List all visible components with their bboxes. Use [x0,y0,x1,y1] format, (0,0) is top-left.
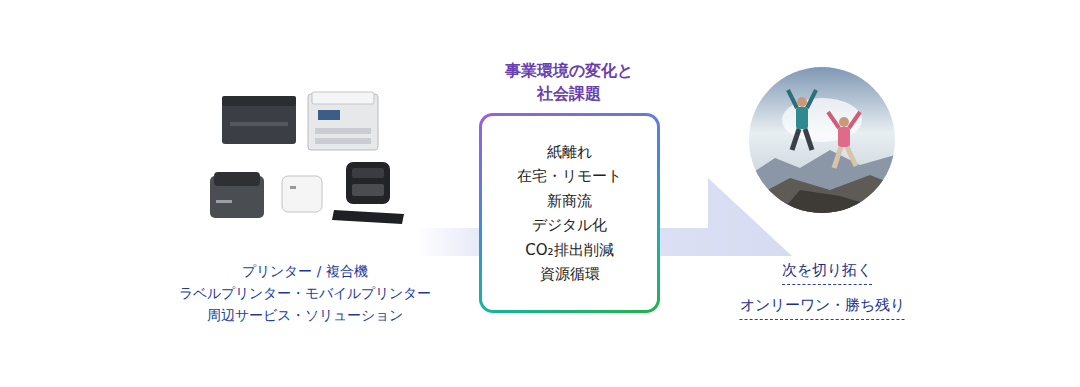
box-heading: 事業環境の変化と 社会課題 [499,59,639,105]
trend-box: 事業環境の変化と 社会課題紙離れ在宅・リモート新商流デジタル化CO₂排出削減資源… [440,59,698,313]
box-outline: 紙離れ在宅・リモート新商流デジタル化CO₂排出削減資源循環 [479,113,660,313]
people-photo [749,67,895,213]
trend-item: 在宅・リモート [492,164,647,189]
trend-item: 新商流 [492,189,647,214]
product-photos [210,92,404,224]
product-caption: 周辺サービス・ソリューション [207,306,403,324]
trend-item: 紙離れ [492,140,647,165]
trend-item: CO₂排出削減 [492,238,647,263]
trend-item: デジタル化 [492,213,647,238]
product-caption: プリンター / 複合機 [242,262,367,280]
goal-text: 次を切り拓く [782,260,872,285]
product-caption: ラベルプリンター・モバイルプリンター [179,284,431,302]
goal-text: オンリーワン・勝ち残り [740,295,905,320]
trend-item: 資源循環 [492,262,647,287]
